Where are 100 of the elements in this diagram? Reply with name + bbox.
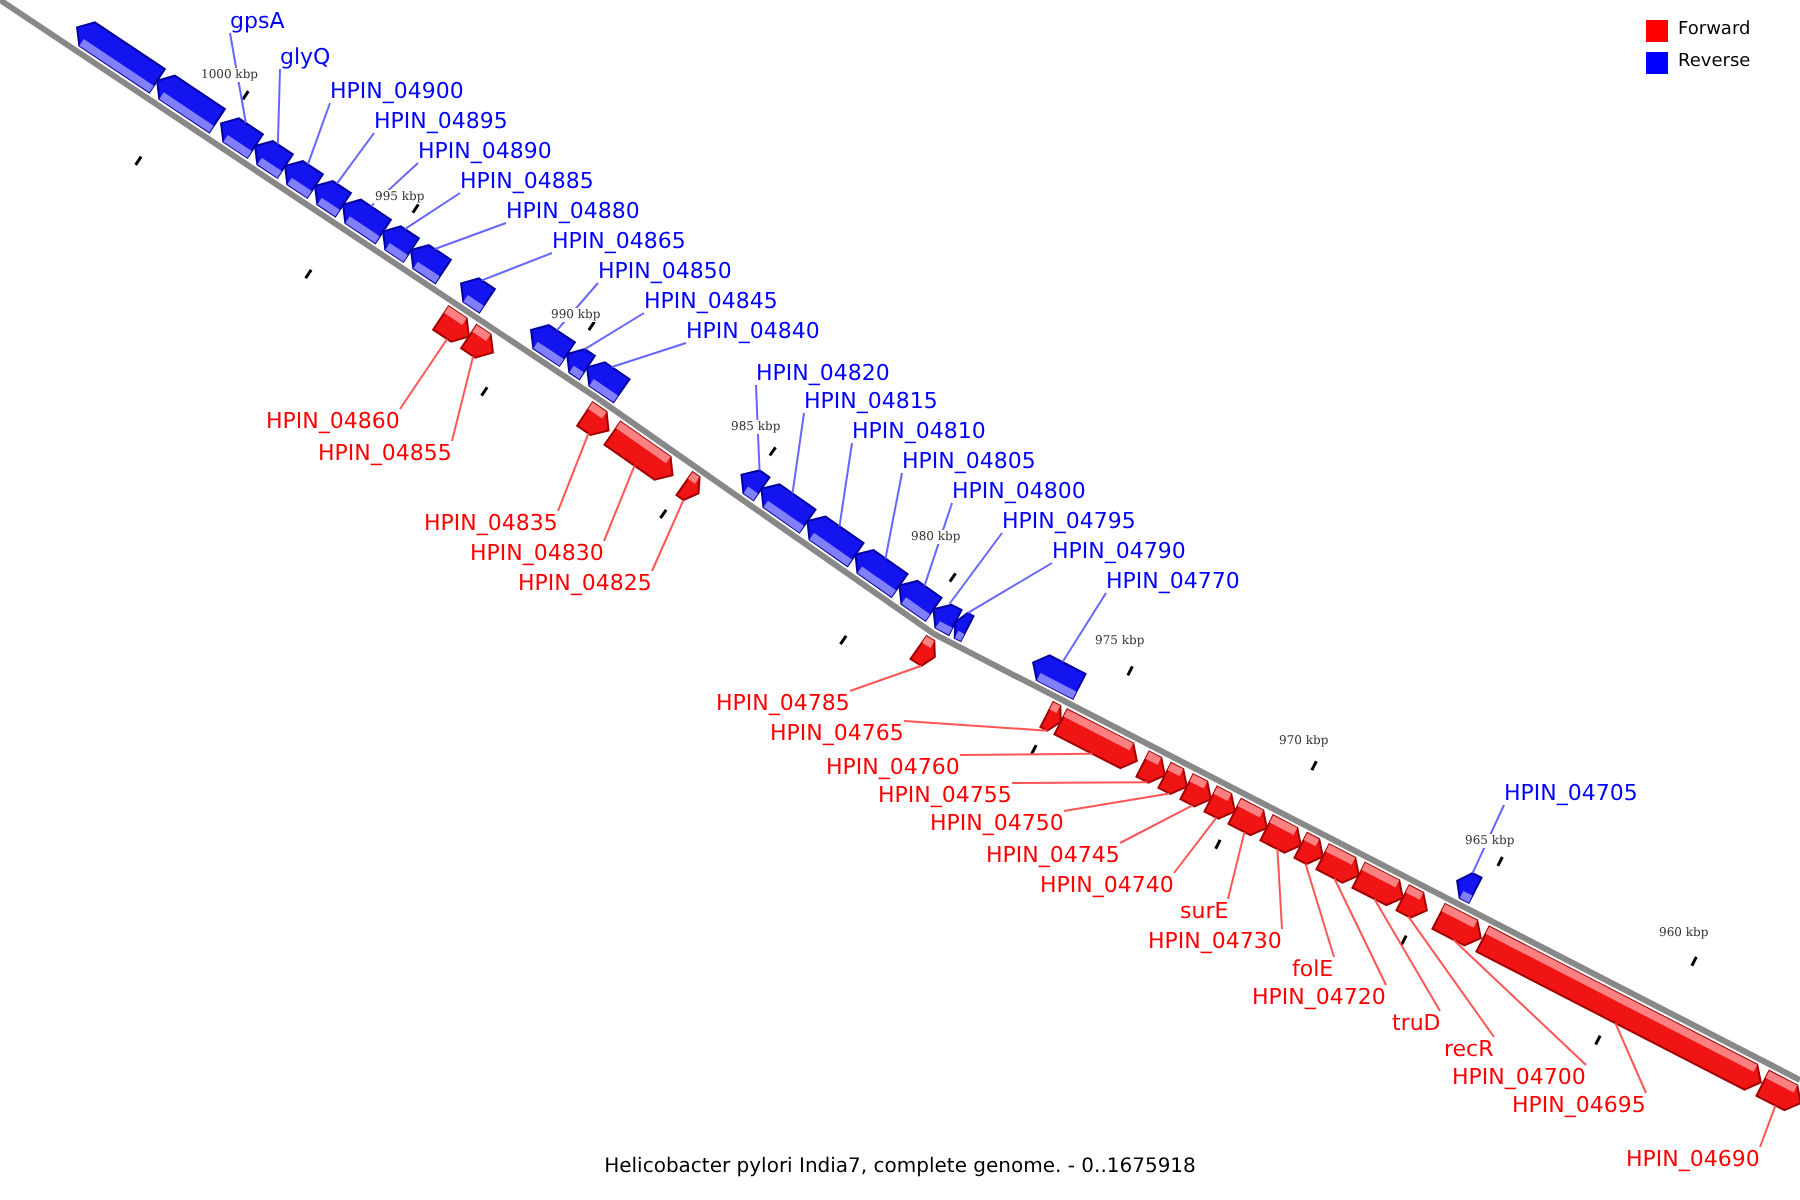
leader-line: [557, 432, 590, 512]
leader-line: [399, 337, 449, 410]
leader-line: [948, 532, 1003, 605]
leader-line: [651, 499, 685, 572]
gene-bar: [1227, 797, 1268, 837]
gene-label: HPIN_04855: [318, 439, 452, 465]
gene-bar: [953, 611, 975, 643]
gene-label: HPIN_04880: [506, 197, 640, 223]
gene-label: gpsA: [230, 7, 285, 33]
gene-bar: [410, 243, 453, 285]
gene-bar: [760, 483, 817, 534]
gene-label: HPIN_04865: [552, 227, 686, 253]
leader-line: [838, 442, 853, 528]
gene-label: HPIN_04700: [1452, 1063, 1586, 1089]
gene-label: HPIN_04890: [418, 137, 552, 163]
gene-label: HPIN_04900: [330, 77, 464, 103]
gene-label: HPIN_04690: [1626, 1145, 1760, 1171]
gene-label: HPIN_04745: [986, 841, 1120, 867]
leader-line: [755, 384, 761, 472]
leader-line: [229, 32, 247, 125]
leader-line: [433, 222, 507, 251]
gene-label: HPIN_04695: [1512, 1091, 1646, 1117]
gene-label: folE: [1292, 955, 1334, 981]
gene-bar: [1431, 902, 1482, 947]
leader-line: [403, 192, 461, 231]
leader-line: [1304, 862, 1335, 958]
gene-bar: [1293, 831, 1324, 866]
leader-line: [959, 752, 1094, 756]
leader-line: [884, 472, 903, 560]
gene-label: HPIN_04830: [470, 539, 604, 565]
leader-line: [335, 132, 375, 185]
leader-line: [1759, 1104, 1777, 1148]
leader-line: [276, 68, 281, 146]
gene-label: surE: [1180, 897, 1229, 923]
gene-bar: [806, 515, 865, 568]
gene-bar: [460, 277, 497, 314]
gene-bar: [854, 549, 909, 599]
gene-bar: [1755, 1069, 1800, 1112]
gene-label: HPIN_04810: [852, 417, 986, 443]
gene-bar: [1157, 761, 1188, 796]
gene-bar: [1135, 750, 1166, 784]
gene-label: HPIN_04860: [266, 407, 400, 433]
leader-line: [923, 502, 953, 587]
gene-label: HPIN_04790: [1052, 537, 1186, 563]
leader-line: [849, 664, 923, 692]
gene-label: HPIN_04730: [1148, 927, 1282, 953]
gene-label: HPIN_04820: [756, 359, 890, 385]
leader-line: [610, 342, 687, 369]
gene-label: glyQ: [280, 43, 331, 69]
gene-bar: [76, 21, 167, 94]
gene-label: HPIN_04840: [686, 317, 820, 343]
leader-line: [791, 412, 805, 495]
gene-bar: [1456, 872, 1483, 904]
leader-line: [1333, 877, 1387, 986]
gene-bar: [1032, 654, 1087, 701]
gene-bar: [586, 361, 631, 404]
gene-label: HPIN_04850: [598, 257, 732, 283]
gene-bar: [1203, 785, 1236, 820]
gene-label: HPIN_04765: [770, 719, 904, 745]
gene-label: HPIN_04845: [644, 287, 778, 313]
leader-line: [1452, 938, 1587, 1066]
gene-label: HPIN_04770: [1106, 567, 1240, 593]
gene-bar: [603, 420, 674, 481]
gene-label: HPIN_04785: [716, 689, 850, 715]
leader-line: [1173, 816, 1218, 874]
gene-label: HPIN_04755: [878, 781, 1012, 807]
gene-label: HPIN_04800: [952, 477, 1086, 503]
leader-line: [1227, 831, 1246, 900]
caption: Helicobacter pylori India7, complete genome. - 0..1675918: [604, 1156, 1196, 1178]
gene-label: HPIN_04720: [1252, 983, 1386, 1009]
legend-label: Reverse: [1678, 52, 1751, 72]
gene-label: truD: [1392, 1009, 1441, 1035]
gene-bar: [1053, 708, 1138, 770]
leader-line: [1373, 898, 1441, 1012]
leader-line: [1061, 592, 1107, 663]
gene-label: HPIN_04795: [1002, 507, 1136, 533]
gene-label: recR: [1444, 1035, 1494, 1061]
gene-label: HPIN_04815: [804, 387, 938, 413]
gene-bar: [909, 634, 936, 667]
leader-line: [903, 720, 1049, 732]
gene-label: HPIN_04740: [1040, 871, 1174, 897]
gene-bar: [1395, 884, 1428, 919]
gene-bar: [1315, 842, 1360, 884]
leader-line: [1011, 781, 1149, 784]
gene-label: HPIN_04705: [1504, 779, 1638, 805]
gene-label: HPIN_04885: [460, 167, 594, 193]
leader-line: [583, 312, 645, 351]
legend-label: Forward: [1678, 20, 1751, 40]
gene-bar: [1259, 814, 1302, 854]
gene-bar: [1179, 772, 1212, 808]
leader-line: [1407, 915, 1495, 1038]
gene-label: HPIN_04760: [826, 753, 960, 779]
gene-bar: [459, 323, 494, 359]
gene-bar: [575, 400, 610, 436]
gene-label: HPIN_04805: [902, 447, 1036, 473]
gene-label: HPIN_04825: [518, 569, 652, 595]
leader-line: [1063, 792, 1171, 812]
leader-line: [1614, 1022, 1647, 1094]
leader-line: [480, 252, 553, 282]
leader-line: [966, 562, 1053, 615]
